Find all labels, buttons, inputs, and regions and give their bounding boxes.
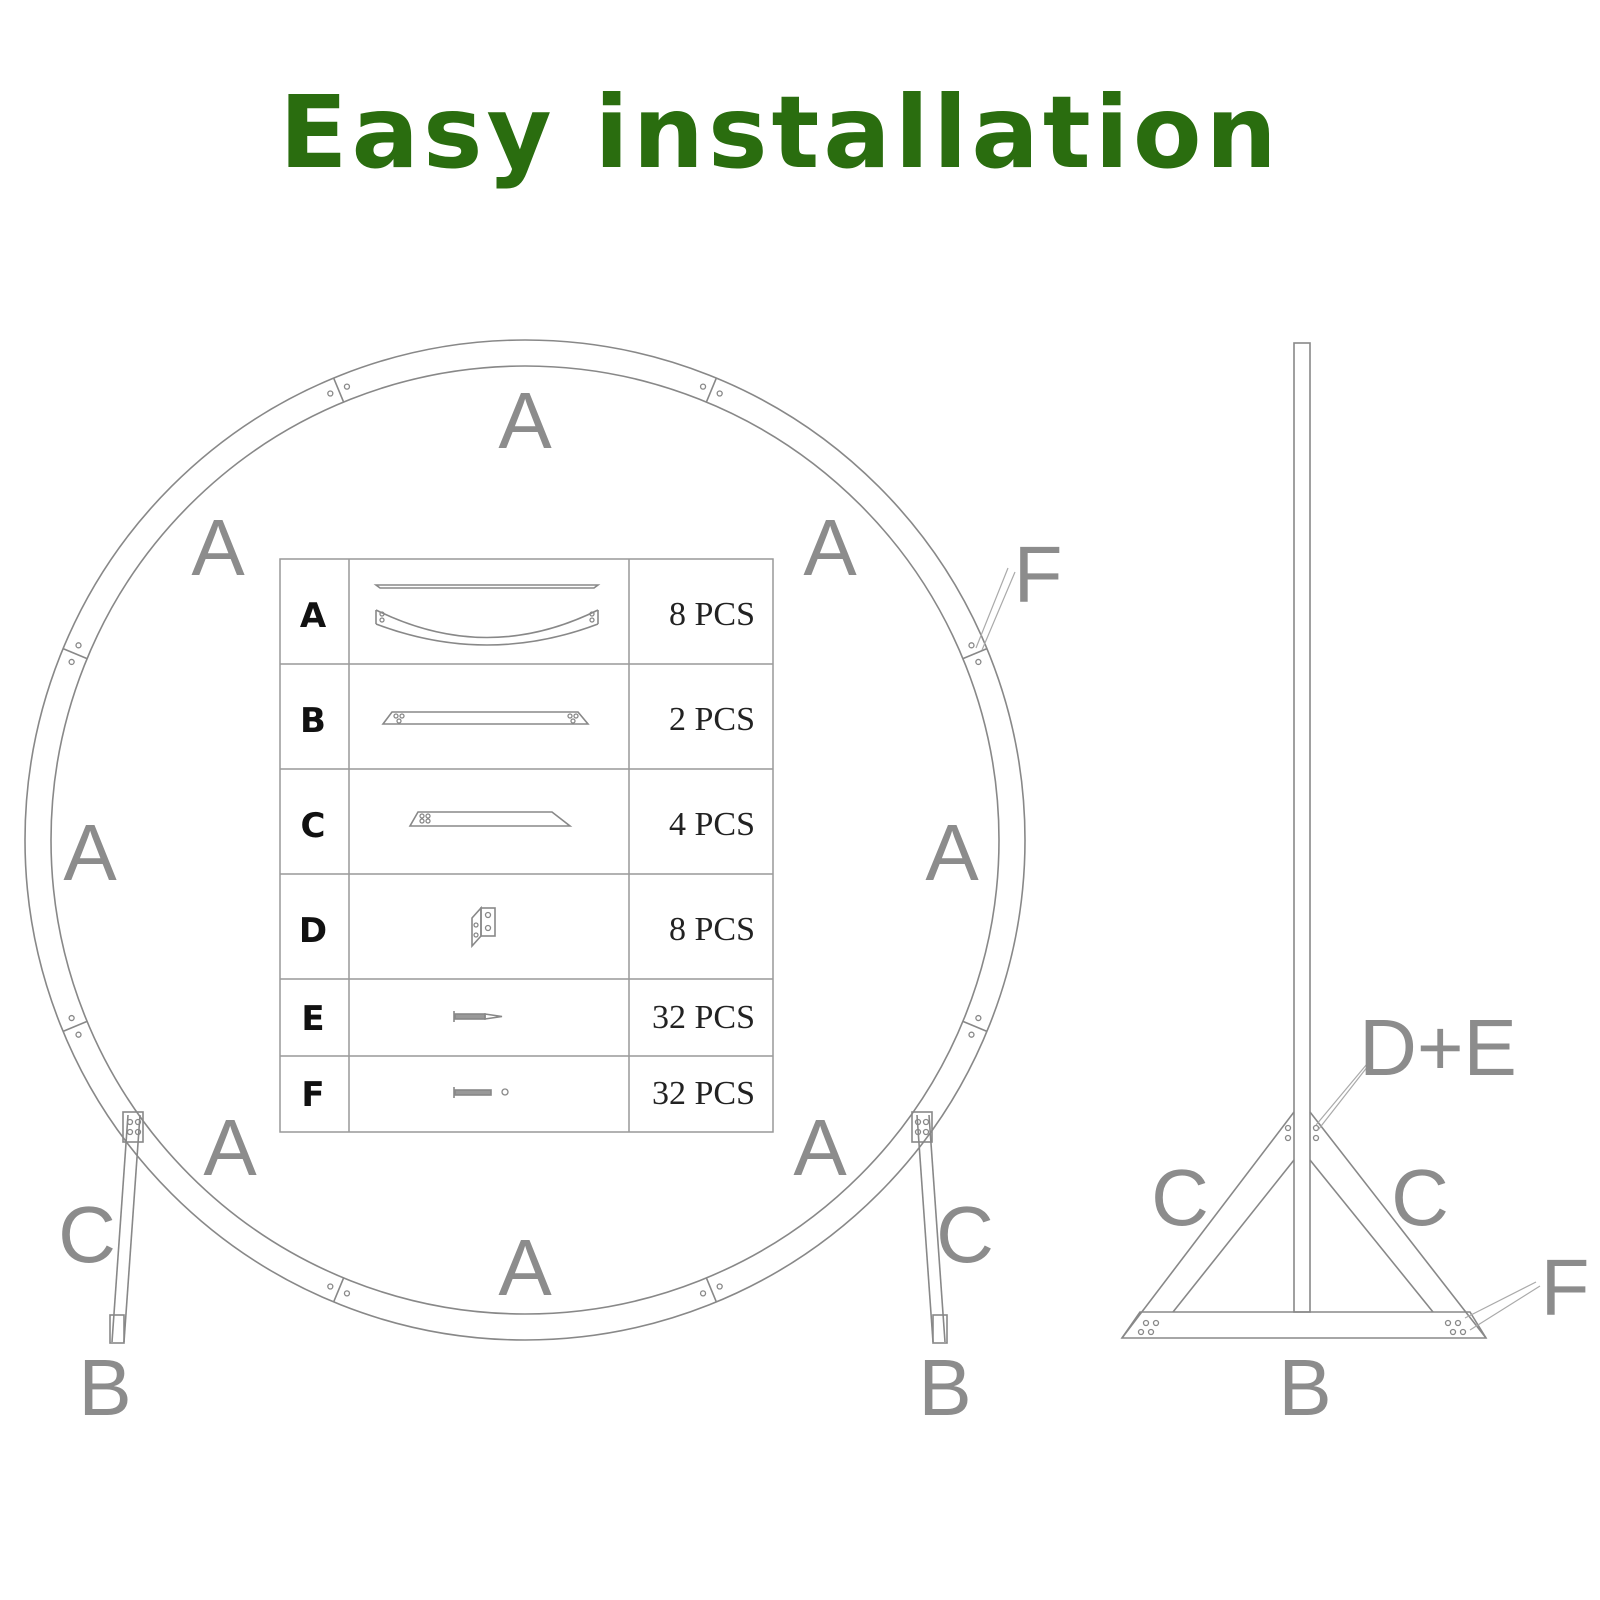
table-row-qty: 4 PCS (669, 806, 755, 843)
ring-label-f: F (1014, 530, 1063, 619)
table-row-letter: C (301, 806, 326, 846)
angle-bracket-icon (471, 905, 496, 949)
ring-label-a-left: A (63, 808, 117, 897)
side-upright (1293, 342, 1311, 1313)
ring-joint (705, 1277, 718, 1303)
arch-inner-ring (50, 365, 1000, 1315)
joint-hole (68, 1014, 75, 1022)
table-row-letter: B (300, 701, 326, 741)
joint-hole (968, 1031, 975, 1038)
side-right-leg (1309, 1111, 1487, 1339)
table-row-qty: 8 PCS (669, 596, 755, 633)
joint-hole (975, 1014, 982, 1022)
left-leg (109, 1111, 144, 1344)
arch-outer-ring (24, 339, 1026, 1341)
parts-table: A B C D E F 8 PCS 2 PCS 4 PCS 8 PCS 32 P… (279, 558, 774, 1133)
bolt-nut-icon (453, 1087, 509, 1098)
ring-label-a-right: A (925, 808, 979, 897)
arch-side-view: D+E C C F B (1120, 342, 1590, 1432)
ring-label-a-lower-left: A (203, 1103, 257, 1192)
side-label-b: B (1278, 1343, 1331, 1432)
joint-hole (343, 383, 351, 390)
screw-icon (453, 1011, 503, 1022)
ring-joints (62, 377, 988, 1303)
side-label-c-right: C (1391, 1153, 1449, 1242)
joint-hole (968, 642, 975, 649)
joint-hole (327, 390, 334, 397)
side-base-foot (1120, 1311, 1488, 1339)
joint-hole (327, 1283, 334, 1290)
side-label-f: F (1541, 1243, 1590, 1332)
ring-joint (705, 377, 718, 403)
leg-brace-icon (408, 811, 573, 827)
connector-pointer (981, 571, 1016, 651)
table-row-letter: D (299, 911, 327, 951)
right-leg (911, 1111, 948, 1344)
table-row-qty: 32 PCS (652, 1075, 755, 1112)
joint-pointer (1315, 1057, 1373, 1126)
ring-label-b-right: B (918, 1343, 971, 1432)
ring-label-c-right: C (936, 1190, 994, 1279)
ring-label-a-lower-right: A (793, 1103, 847, 1192)
arc-segment-icon (373, 584, 601, 646)
side-left-leg (1121, 1111, 1295, 1339)
ring-label-a-bottom: A (498, 1223, 552, 1312)
ring-joint (332, 377, 345, 403)
table-row-qty: 32 PCS (652, 999, 755, 1036)
side-label-d-e: D+E (1359, 1003, 1517, 1092)
side-connector-pointer (1469, 1285, 1541, 1331)
table-row-letter: A (300, 596, 327, 636)
joint-hole (699, 383, 707, 390)
joint-hole (716, 390, 723, 397)
ring-joint (332, 1277, 345, 1303)
ring-label-a-top: A (498, 376, 552, 465)
joint-hole (75, 642, 82, 649)
ring-joint (962, 1020, 988, 1033)
table-row-letter: F (301, 1075, 324, 1115)
table-row-letter: E (301, 999, 324, 1039)
joint-hole (975, 658, 982, 666)
joint-hole (343, 1290, 351, 1297)
ring-label-b-left: B (78, 1343, 131, 1432)
joint-hole (75, 1031, 82, 1038)
joint-hole (716, 1283, 723, 1290)
joint-hole (68, 658, 75, 666)
page-title: Easy installation (279, 74, 1281, 191)
side-label-c-left: C (1151, 1153, 1209, 1242)
ring-joint (62, 647, 88, 660)
ring-label-a-upper-right: A (803, 503, 857, 592)
table-row-qty: 8 PCS (669, 911, 755, 948)
base-foot-icon (381, 711, 590, 725)
ring-label-c-left: C (58, 1190, 116, 1279)
table-row-qty: 2 PCS (669, 701, 755, 738)
joint-hole (699, 1290, 707, 1297)
ring-joint (962, 647, 988, 660)
ring-joint (62, 1020, 88, 1033)
ring-label-a-upper-left: A (191, 503, 245, 592)
arch-front-view: A A A A A A A A F C C B B (24, 339, 1063, 1432)
